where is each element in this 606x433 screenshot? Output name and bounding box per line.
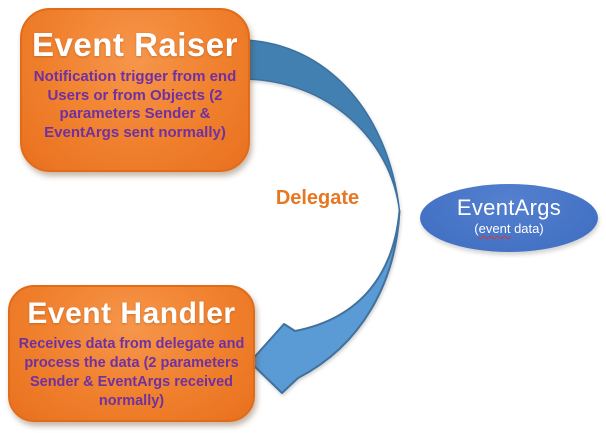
event-handler-description-line: Receives data from delegate and <box>18 336 245 352</box>
event-handler-description-line: normally) <box>98 393 165 409</box>
delegate-curve-arrow-segment <box>249 210 401 394</box>
delegate-label: Delegate <box>275 187 360 209</box>
event-handler-description-line: Sender & EventArgs received <box>29 374 234 390</box>
event-handler-description-line: process the data (2 parameters <box>24 355 239 371</box>
delegate-curve-top-segment <box>243 39 401 212</box>
event-raiser-description-line: Notification trigger from end <box>33 68 237 85</box>
event-raiser-description-line: EventArgs sent normally) <box>44 123 226 141</box>
eventargs-subtitle-suffix: data) <box>510 221 544 236</box>
event-raiser-description: Notification trigger from end Users or f… <box>22 68 248 142</box>
eventargs-subtitle: (event data) <box>420 221 598 237</box>
eventargs-title: EventArgs <box>456 195 562 220</box>
eventargs-subtitle-word: event <box>478 221 511 236</box>
event-raiser-description-line: Users or from Objects (2 <box>47 86 223 104</box>
eventargs-subtitle-prefix: ( <box>474 221 479 236</box>
event-handler-title: Event Handler <box>27 297 236 330</box>
event-handler-description: Receives data from delegate and process … <box>10 335 253 411</box>
event-raiser-description-line: parameters Sender & <box>59 105 211 122</box>
event-handler-box: Event Handler Receives data from delegat… <box>8 285 255 422</box>
event-raiser-box: Event Raiser Notification trigger from e… <box>20 8 250 172</box>
eventargs-ellipse: EventArgs (event data) <box>420 184 598 252</box>
event-raiser-title: Event Raiser <box>32 26 238 63</box>
